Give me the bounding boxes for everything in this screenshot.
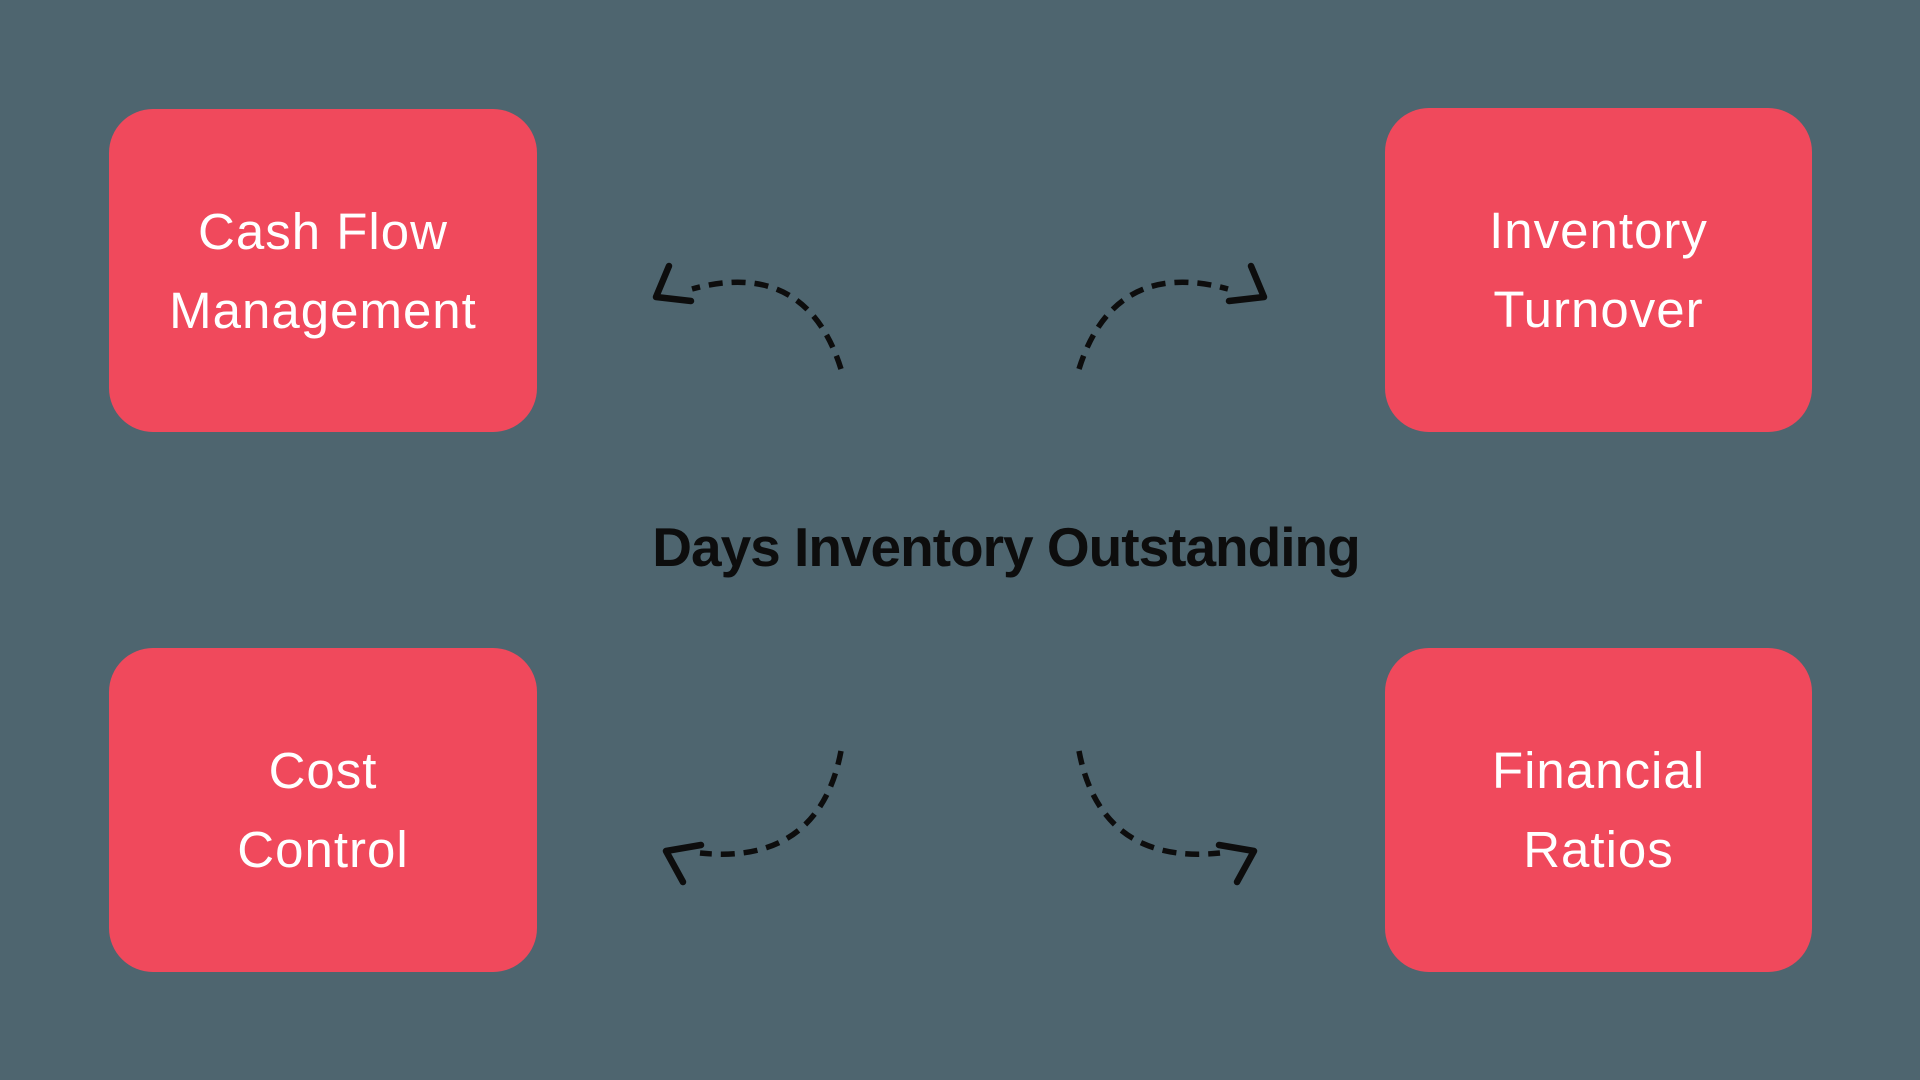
arrow-head-bottom-right [1215, 841, 1258, 886]
node-inventory-turnover: Inventory Turnover [1385, 108, 1812, 432]
node-cash-flow-management: Cash Flow Management [109, 109, 537, 432]
diagram-title: Days Inventory Outstanding [652, 516, 1360, 578]
arrow-curve-bottom-left [699, 750, 844, 857]
node-label-line: Ratios [1523, 821, 1674, 878]
node-cost-control: Cost Control [109, 648, 537, 972]
arrow-center-to-financial-ratios [1076, 750, 1258, 886]
arrow-curve-bottom-right [1076, 750, 1221, 857]
arrow-center-to-cash-flow-management [652, 262, 844, 370]
node-label-line: Control [237, 821, 409, 878]
node-label-line: Cash Flow [198, 202, 448, 260]
node-label-line: Cost [268, 742, 378, 799]
arrow-center-to-cost-control [662, 750, 844, 886]
node-label-line: Inventory [1489, 202, 1708, 259]
node-label-line: Turnover [1493, 281, 1704, 338]
arrow-center-to-inventory-turnover [1076, 262, 1268, 370]
node-financial-ratios: Financial Ratios [1385, 648, 1812, 972]
node-label-line: Financial [1491, 742, 1706, 799]
arrow-head-top-left [652, 262, 695, 305]
arrow-curve-top-right [1076, 279, 1229, 370]
arrow-curve-top-left [691, 279, 844, 370]
node-label-line: Management [169, 281, 477, 339]
arrow-head-bottom-left [662, 841, 705, 886]
arrow-head-top-right [1225, 262, 1268, 305]
